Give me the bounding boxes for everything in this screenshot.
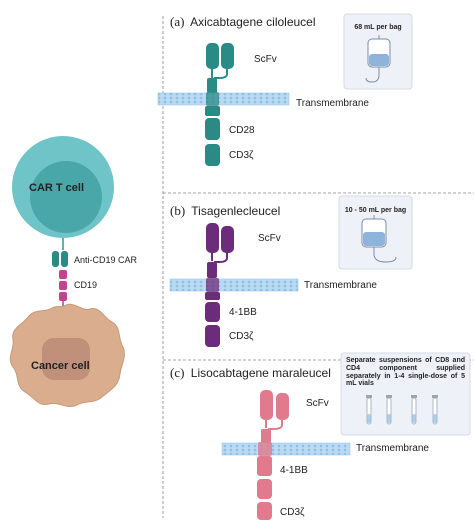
t-cell-label: CAR T cell [29, 182, 85, 194]
iv-bag-a-icon [365, 35, 391, 83]
iv-bag-b-icon [361, 215, 397, 263]
car-label: Anti-CD19 CAR [74, 255, 138, 265]
vials-icon [366, 395, 438, 425]
panel-c-tag: (c) [170, 365, 185, 380]
panel-a-scfv-label: ScFv [254, 54, 277, 65]
panel-b-membrane [169, 278, 299, 292]
panel-a-dose: 68 mL per bag [354, 24, 402, 31]
panel-a-receptor [157, 43, 290, 166]
panel-b-name: Tisagenlecleucel [191, 204, 281, 218]
panel-b-cd3-label: CD3ζ [229, 331, 254, 342]
panel-c-costim-label: 4-1BB [280, 465, 308, 476]
panel-b-dose: 10 - 50 mL per bag [344, 207, 407, 214]
panel-c-name: Lisocabtagene maraleucel [190, 366, 331, 380]
panel-b-scfv-label: ScFv [258, 233, 281, 244]
t-cell-nucleus [30, 161, 102, 233]
panel-separators [162, 16, 474, 518]
panel-c-scfv-label: ScFv [306, 398, 329, 409]
panel-a-membrane-label: Transmembrane [296, 98, 369, 109]
cancer-cell-nucleus [42, 338, 90, 380]
panel-a-tag: (a) [170, 14, 185, 29]
panel-c-title: (c) Lisocabtagene maraleucel [170, 366, 331, 379]
cancer-cell-label: Cancer cell [31, 360, 90, 372]
panel-b-title: (b) Tisagenlecleucel [170, 204, 280, 217]
panel-b-receptor [169, 223, 299, 347]
panel-c-membrane-label: Transmembrane [356, 443, 429, 454]
panel-a-cd3-label: CD3ζ [229, 150, 254, 161]
panel-a-name: Axicabtagene ciloleucel [190, 15, 316, 29]
panel-a-membrane [157, 92, 290, 106]
cancer-cell [9, 303, 125, 408]
panel-c-cd3-label: CD3ζ [280, 507, 305, 518]
panel-b-costim-label: 4-1BB [229, 307, 257, 318]
car-t-cell [12, 136, 114, 238]
panel-b-tag: (b) [170, 203, 186, 218]
panel-a-costim-label: CD28 [229, 125, 255, 136]
panel-c-membrane [221, 442, 351, 456]
cd19-label: CD19 [74, 280, 98, 290]
panel-a-title: (a) Axicabtagene ciloleucel [170, 15, 316, 28]
panel-b-membrane-label: Transmembrane [304, 280, 377, 291]
dose-box-c [340, 352, 471, 436]
panel-c-receptor [221, 390, 351, 520]
anti-cd19-car [52, 238, 68, 267]
panel-c-dose: Separate suspensions of CD8 and CD4 comp… [346, 357, 465, 388]
